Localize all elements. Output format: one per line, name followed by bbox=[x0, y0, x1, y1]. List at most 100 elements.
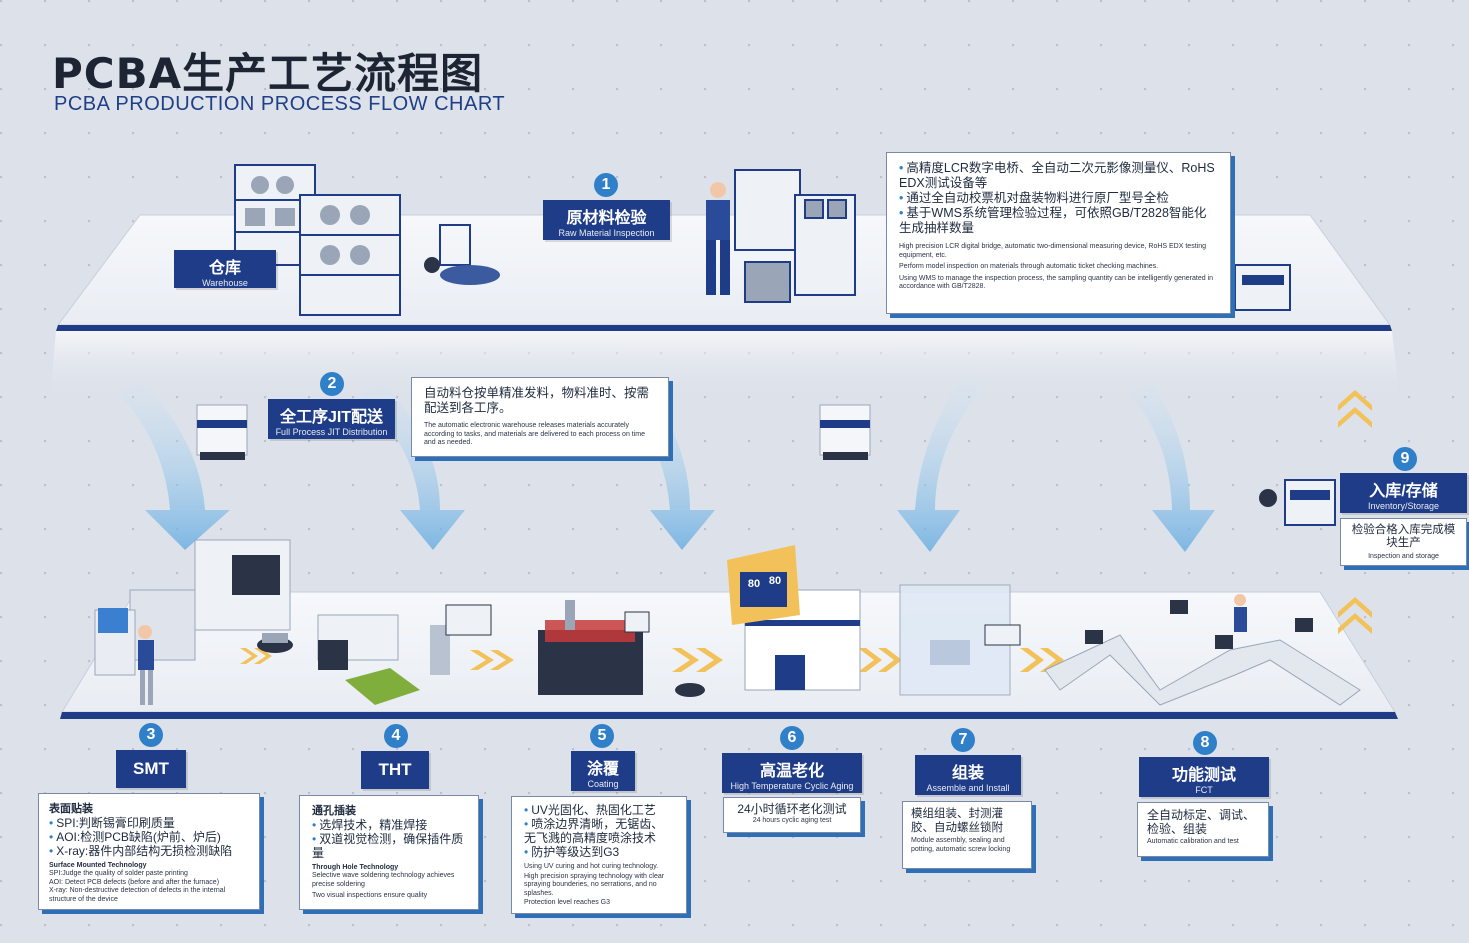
step-number-1: 1 bbox=[594, 173, 618, 197]
info7-cn: 模组组装、封测灌胶、自动螺丝锁附 bbox=[911, 808, 1003, 834]
step-label-raw-material: 原材料检验 Raw Material Inspection bbox=[543, 200, 670, 240]
info4-en-1: Selective wave soldering technology achi… bbox=[312, 872, 455, 888]
step-6-en: High Temperature Cyclic Aging bbox=[730, 781, 854, 791]
info2-en: The automatic electronic warehouse relea… bbox=[424, 422, 646, 446]
info3-en-2: AOI: Detect PCB defects (before and afte… bbox=[49, 878, 220, 886]
jit-cart-left bbox=[196, 404, 248, 460]
step-label-storage: 入库/存储 Inventory/Storage bbox=[1340, 473, 1467, 513]
step-3-cn: SMT bbox=[133, 759, 169, 778]
step-7-cn: 组装 bbox=[951, 765, 984, 782]
info7-en: Module assembly, sealing and potting, au… bbox=[911, 837, 1011, 853]
info-box-assembly: 模组组装、封测灌胶、自动螺丝锁附 Module assembly, sealin… bbox=[902, 801, 1032, 869]
smt-machines bbox=[94, 539, 293, 705]
info5-line-3: 防护等级达到G3 bbox=[524, 845, 674, 859]
info9-en: Inspection and storage bbox=[1368, 553, 1439, 560]
info-box-fct: 全自动标定、调试、检验、组装 Automatic calibration and… bbox=[1137, 802, 1269, 857]
step-5-cn: 涂覆 bbox=[586, 761, 619, 778]
info4-head-en: Through Hole Technology bbox=[312, 864, 399, 871]
step-8-en: FCT bbox=[1195, 785, 1213, 795]
process-chevrons bbox=[240, 390, 1372, 672]
info3-line-1: SPI:判断锡膏印刷质量 bbox=[49, 816, 249, 830]
step-5-en: Coating bbox=[587, 779, 619, 789]
step-9-en: Inventory/Storage bbox=[1367, 501, 1440, 511]
step-2-en: Full Process JIT Distribution bbox=[275, 427, 388, 437]
info5-en-1: Using UV curing and hot curing technolog… bbox=[524, 863, 659, 870]
info4-head: 通孔插装 bbox=[312, 805, 356, 817]
info5-en-3: Protection level reaches G3 bbox=[524, 899, 610, 906]
info1-en-3: Using WMS to manage the inspection proce… bbox=[899, 274, 1214, 291]
step-label-jit: 全工序JIT配送 Full Process JIT Distribution bbox=[268, 399, 395, 439]
info-box-coating: UV光固化、热固化工艺 喷涂边界清晰，无锯齿、无飞溅的高精度喷涂技术 防护等级达… bbox=[511, 796, 687, 914]
aging-display-1: 80 bbox=[747, 578, 761, 590]
info4-en-2: Two visual inspections ensure quality bbox=[312, 892, 428, 899]
tht-machines bbox=[317, 604, 492, 705]
step-label-aging: 高温老化 High Temperature Cyclic Aging bbox=[722, 753, 862, 793]
info-box-storage: 检验合格入库完成模块生产 Inspection and storage bbox=[1340, 518, 1467, 566]
info9-cn: 检验合格入库完成模块生产 bbox=[1351, 524, 1456, 549]
info3-head-en: Surface Mounted Technology bbox=[49, 862, 147, 869]
info3-line-3: X-ray:器件内部结构无损检测缺陷 bbox=[49, 844, 249, 858]
step-number-7: 7 bbox=[951, 728, 975, 752]
step-6-cn: 高温老化 bbox=[759, 763, 824, 780]
step-number-2: 2 bbox=[320, 372, 344, 396]
step-1-cn: 原材料检验 bbox=[566, 210, 647, 227]
step-1-en: Raw Material Inspection bbox=[558, 228, 655, 238]
warehouse-label: 仓库 Warehouse bbox=[174, 250, 276, 288]
step-9-cn: 入库/存储 bbox=[1369, 483, 1438, 500]
step-7-en: Assemble and Install bbox=[926, 783, 1010, 793]
info-box-aging: 24小时循环老化测试 24 hours cyclic aging test bbox=[723, 797, 861, 833]
agv-cart-top bbox=[424, 224, 500, 285]
step-number-8: 8 bbox=[1193, 731, 1217, 755]
info5-line-1: UV光固化、热固化工艺 bbox=[524, 803, 674, 817]
fct-line bbox=[1044, 594, 1361, 706]
info1-en-2: Perform model inspection on materials th… bbox=[899, 263, 1159, 270]
page-subtitle: PCBA PRODUCTION PROCESS FLOW CHART bbox=[54, 93, 506, 115]
info2-cn: 自动料仓按单精准发料，物料准时、按需配送到各工序。 bbox=[424, 386, 650, 415]
info5-line-2: 喷涂边界清晰，无锯齿、无飞溅的高精度喷涂技术 bbox=[524, 817, 674, 845]
info1-line-2: 通过全自动校票机对盘装物料进行原厂型号全检 bbox=[899, 191, 1218, 206]
top-platform-edge bbox=[56, 325, 1392, 331]
info5-en-2: High precision spraying technology with … bbox=[524, 872, 665, 897]
page-title: PCBA生产工艺流程图 bbox=[52, 49, 484, 98]
step-label-tht: THT bbox=[361, 751, 429, 789]
info4-line-2: 双道视觉检测，确保插件质量 bbox=[312, 832, 466, 860]
info8-cn: 全自动标定、调试、检验、组装 bbox=[1147, 808, 1256, 836]
info6-cn: 24小时循环老化测试 bbox=[737, 802, 847, 816]
inspection-station bbox=[734, 169, 856, 303]
aging-display-2: 80 bbox=[768, 575, 782, 587]
step-label-fct: 功能测试 FCT bbox=[1139, 757, 1269, 797]
step-8-cn: 功能测试 bbox=[1171, 767, 1236, 784]
info1-line-3: 基于WMS系统管理检验过程，可依照GB/T2828智能化生成抽样数量 bbox=[899, 206, 1218, 236]
info1-line-1: 高精度LCR数字电桥、全自动二次元影像测量仪、RoHS EDX测试设备等 bbox=[899, 161, 1218, 191]
step-number-6: 6 bbox=[780, 726, 804, 750]
info4-line-1: 选焊技术，精准焊接 bbox=[312, 818, 466, 832]
info3-line-2: AOI:检测PCB缺陷(炉前、炉后) bbox=[49, 830, 249, 844]
info-box-raw-material: 高精度LCR数字电桥、全自动二次元影像测量仪、RoHS EDX测试设备等 通过全… bbox=[886, 152, 1231, 314]
info-box-jit: 自动料仓按单精准发料，物料准时、按需配送到各工序。 The automatic … bbox=[411, 377, 669, 457]
info-box-tht: 通孔插装 选焊技术，精准焊接 双道视觉检测，确保插件质量 Through Hol… bbox=[299, 795, 479, 910]
step-label-smt: SMT bbox=[116, 750, 186, 788]
step-label-assembly: 组装 Assemble and Install bbox=[915, 755, 1021, 795]
step-number-9: 9 bbox=[1393, 447, 1417, 471]
step-2-cn: 全工序JIT配送 bbox=[279, 409, 384, 426]
jit-cart-middle bbox=[819, 404, 871, 460]
step-label-coating: 涂覆 Coating bbox=[571, 751, 635, 791]
info8-en: Automatic calibration and test bbox=[1147, 838, 1239, 845]
warehouse-reels bbox=[245, 176, 370, 265]
info1-en-1: High precision LCR digital bridge, autom… bbox=[899, 243, 1206, 259]
inspector-worker bbox=[706, 182, 730, 295]
coating-machine bbox=[538, 600, 705, 697]
step-number-3: 3 bbox=[139, 723, 163, 747]
step-number-4: 4 bbox=[384, 724, 408, 748]
info6-en: 24 hours cyclic aging test bbox=[752, 817, 832, 824]
aging-chamber bbox=[727, 545, 861, 691]
info3-en-3: X-ray: Non-destructive detection of defe… bbox=[49, 887, 226, 903]
storage-agv bbox=[1259, 479, 1336, 526]
warehouse-label-cn: 仓库 bbox=[208, 260, 241, 277]
info3-en-1: SPI:Judge the quality of solder paste pr… bbox=[49, 870, 188, 877]
info3-head: 表面贴装 bbox=[49, 803, 93, 815]
step-number-5: 5 bbox=[590, 724, 614, 748]
info-box-smt: 表面贴装 SPI:判断锡膏印刷质量 AOI:检测PCB缺陷(炉前、炉后) X-r… bbox=[38, 793, 260, 910]
warehouse-label-en: Warehouse bbox=[202, 278, 248, 288]
